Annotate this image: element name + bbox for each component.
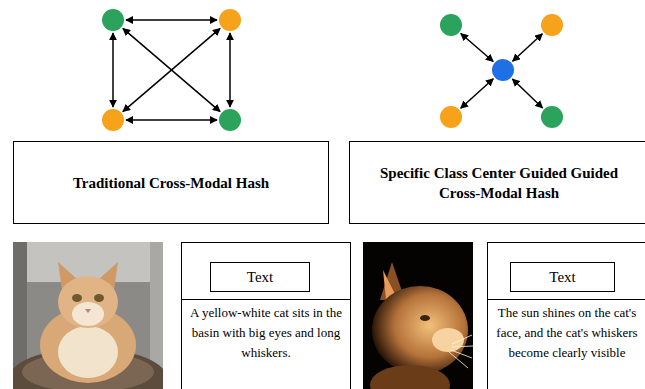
arrow (126, 119, 217, 121)
sample-dot (219, 109, 241, 131)
sample-dot (102, 109, 124, 131)
sample-dot (219, 9, 241, 31)
sample-dot (102, 9, 124, 31)
tag-label: Text (549, 268, 575, 286)
arrow (112, 33, 114, 107)
arrow (512, 79, 542, 108)
caption-text: The sun shines on the cat's face, and th… (496, 303, 638, 363)
method-title: Specific Class Center Guided Guided Cros… (379, 163, 619, 203)
method-title: Traditional Cross-Modal Hash (73, 173, 269, 193)
arrow (461, 79, 494, 109)
arrow (123, 28, 220, 111)
class-center-dot (492, 59, 514, 81)
arrow (126, 19, 217, 21)
sample-dot (440, 14, 462, 36)
cat-photo (363, 242, 473, 389)
sample-dot (440, 106, 462, 128)
sample-dot (541, 14, 563, 36)
text-card: The sun shines on the cat's face, and th… (487, 242, 645, 389)
arrow (513, 34, 543, 61)
arrow (461, 34, 493, 62)
sample-dot (541, 106, 563, 128)
cat-photo (13, 242, 163, 389)
full-graph (113, 20, 230, 120)
method-title-box: Traditional Cross-Modal Hash (13, 141, 329, 224)
modality-tag: Text (210, 262, 310, 292)
method-title-box: Specific Class Center Guided Guided Cros… (349, 141, 645, 224)
text-card: A yellow-white cat sits in the basin wit… (181, 242, 351, 389)
arrow (123, 28, 220, 111)
tag-label: Text (247, 268, 273, 286)
arrow (229, 33, 231, 107)
caption-text: A yellow-white cat sits in the basin wit… (190, 303, 342, 363)
modality-tag: Text (510, 262, 615, 292)
star-graph (461, 34, 543, 109)
